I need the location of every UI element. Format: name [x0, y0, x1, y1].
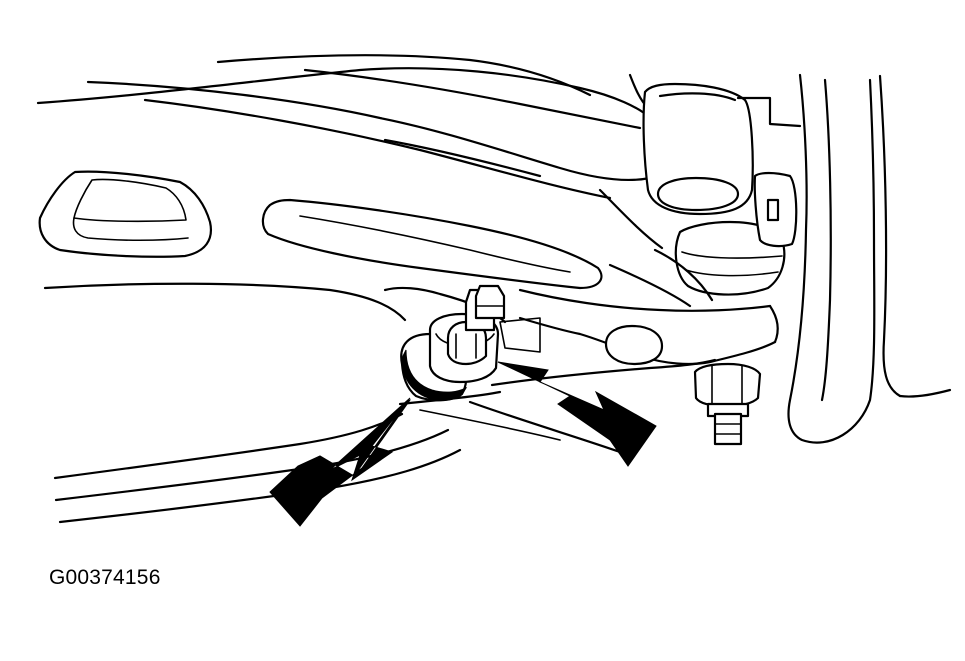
ball-joint-stud — [693, 362, 762, 446]
stabilizer-link — [383, 284, 507, 402]
callout-arrows — [269, 361, 657, 527]
arrow-icon — [497, 361, 657, 467]
upper-frame-lines — [36, 54, 664, 250]
upper-ball-joint — [628, 73, 786, 296]
figure-id-label: G00374156 — [49, 566, 161, 589]
center-slot — [261, 198, 603, 290]
right-arm-body — [499, 248, 779, 366]
arrow-icon — [269, 397, 411, 527]
left-pocket — [38, 170, 212, 258]
steering-knuckle — [736, 73, 952, 444]
